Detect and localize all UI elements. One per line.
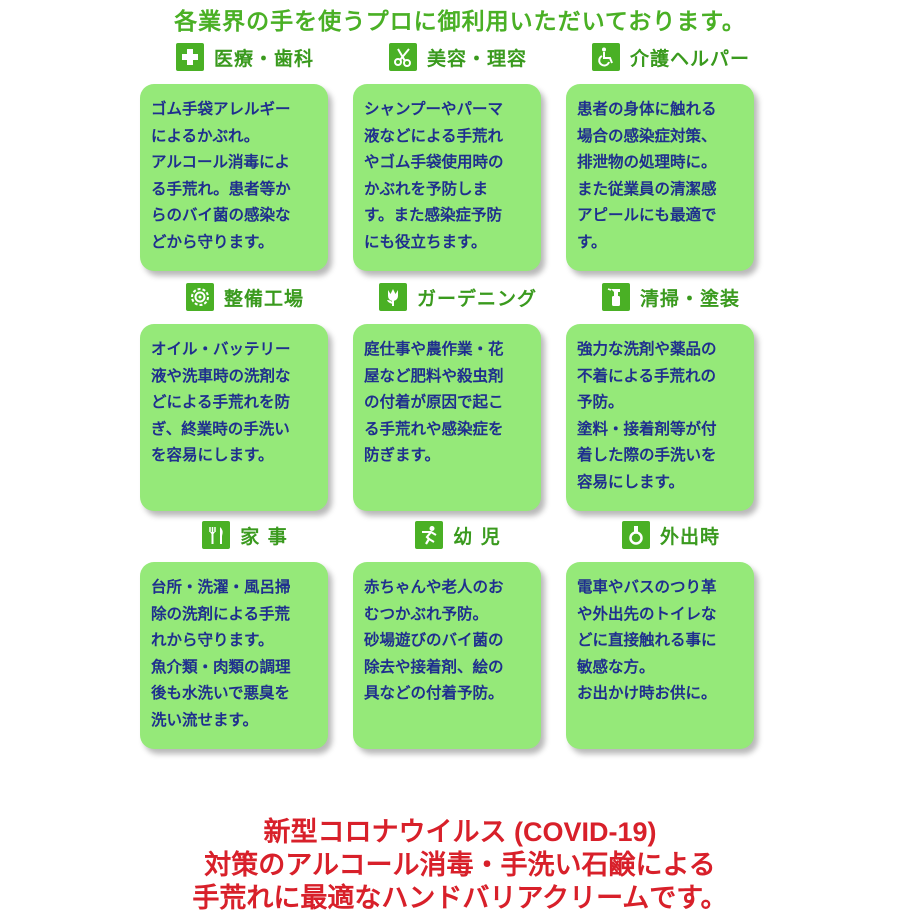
footer-message: 新型コロナウイルス (COVID-19) 対策のアルコール消毒・手洗い石鹸による… xyxy=(0,816,920,915)
category-description: オイル・バッテリー 液や洗車時の洗剤な どによる手荒れを防 ぎ、終業時の手洗い … xyxy=(151,340,291,464)
category-title: 外出時 xyxy=(659,525,720,548)
category-card: 電車やバスのつり革 や外出先のトイレな どに直接触れる事に 敏感な方。 お出かけ… xyxy=(566,562,754,749)
category-card: 台所・洗濯・風呂掃 除の洗剤による手荒 れから守ります。 魚介類・肉類の調理 後… xyxy=(140,562,328,749)
category-title: 清掃・塗装 xyxy=(639,287,740,310)
category-title: 幼 児 xyxy=(453,525,501,548)
footer-line-2: 対策のアルコール消毒・手洗い石鹸による xyxy=(204,850,716,880)
category-description: ゴム手袋アレルギー によるかぶれ。 アルコール消毒によ る手荒れ。患者等か らの… xyxy=(151,100,291,251)
fork-knife-icon xyxy=(202,521,231,549)
category-description: シャンプーやパーマ 液などによる手荒れ やゴム手袋使用時の かぶれを予防しま す… xyxy=(364,100,504,251)
category-card: ゴム手袋アレルギー によるかぶれ。 アルコール消毒によ る手荒れ。患者等か らの… xyxy=(140,84,328,271)
category-card: オイル・バッテリー 液や洗車時の洗剤な どによる手荒れを防 ぎ、終業時の手洗い … xyxy=(140,324,328,511)
category-header: 幼 児 xyxy=(353,520,563,550)
category-title: 介護ヘルパー xyxy=(629,47,750,70)
category-description: 患者の身体に触れる 場合の感染症対策、 排泄物の処理時に。 また従業員の清潔感 … xyxy=(577,100,717,251)
category-card: シャンプーやパーマ 液などによる手荒れ やゴム手袋使用時の かぶれを予防しま す… xyxy=(353,84,541,271)
category-header: 医療・歯科 xyxy=(140,42,350,72)
category-card: 庭仕事や農作業・花 屋など肥料や殺虫剤 の付着が原因で起こ る手荒れや感染症を … xyxy=(353,324,541,511)
category-header: ガーデニング xyxy=(353,282,563,312)
category-description: 電車やバスのつり革 や外出先のトイレな どに直接触れる事に 敏感な方。 お出かけ… xyxy=(577,578,717,702)
spray-bottle-icon xyxy=(601,283,630,311)
gear-icon xyxy=(185,283,214,311)
category-card: 強力な洗剤や薬品の 不着による手荒れの 予防。 塗料・接着剤等が付 着した際の手… xyxy=(566,324,754,511)
category-description: 赤ちゃんや老人のお むつかぶれ予防。 砂場遊びのバイ菌の 除去や接着剤、絵の 具… xyxy=(364,578,504,702)
category-header: 家 事 xyxy=(140,520,350,550)
category-header: 清掃・塗装 xyxy=(566,282,776,312)
category-card: 赤ちゃんや老人のお むつかぶれ予防。 砂場遊びのバイ菌の 除去や接着剤、絵の 具… xyxy=(353,562,541,749)
category-card: 患者の身体に触れる 場合の感染症対策、 排泄物の処理時に。 また従業員の清潔感 … xyxy=(566,84,754,271)
category-header: 外出時 xyxy=(566,520,776,550)
wheelchair-icon xyxy=(591,43,620,71)
category-title: ガーデニング xyxy=(416,287,537,310)
ring-strap-icon xyxy=(621,521,650,549)
footer-line-3: 手荒れに最適なハンドバリアクリームです。 xyxy=(192,883,728,913)
category-header: 整備工場 xyxy=(140,282,350,312)
category-description: 台所・洗濯・風呂掃 除の洗剤による手荒 れから守ります。 魚介類・肉類の調理 後… xyxy=(151,578,291,729)
category-header: 美容・理容 xyxy=(353,42,563,72)
child-icon xyxy=(415,521,444,549)
flower-icon xyxy=(378,283,407,311)
category-title: 医療・歯科 xyxy=(213,47,314,70)
category-title: 家 事 xyxy=(240,525,288,548)
category-header: 介護ヘルパー xyxy=(566,42,776,72)
category-grid: 医療・歯科 ゴム手袋アレルギー によるかぶれ。 アルコール消毒によ る手荒れ。患… xyxy=(140,42,776,749)
medical-cross-icon xyxy=(175,43,204,71)
category-title: 美容・理容 xyxy=(426,47,527,70)
category-description: 強力な洗剤や薬品の 不着による手荒れの 予防。 塗料・接着剤等が付 着した際の手… xyxy=(577,340,717,491)
category-title: 整備工場 xyxy=(223,287,304,310)
scissors-icon xyxy=(388,43,417,71)
footer-line-1: 新型コロナウイルス (COVID-19) xyxy=(263,817,657,847)
category-description: 庭仕事や農作業・花 屋など肥料や殺虫剤 の付着が原因で起こ る手荒れや感染症を … xyxy=(364,340,504,464)
page-headline: 各業界の手を使うプロに御利用いただいております。 xyxy=(174,9,746,35)
